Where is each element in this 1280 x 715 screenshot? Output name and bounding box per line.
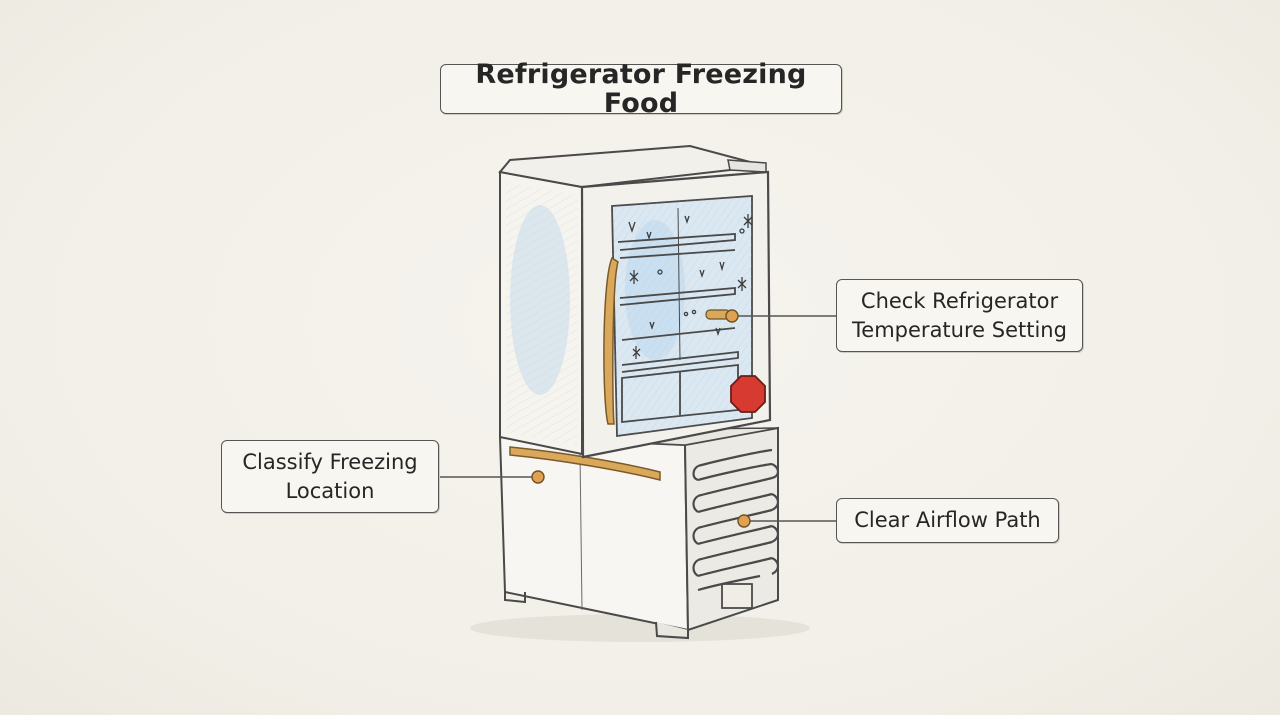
door-handle [603, 256, 619, 425]
callout-location-line1: Classify Freezing [242, 449, 418, 474]
upper-cabinet [498, 144, 767, 456]
callout-airflow-path: Clear Airflow Path [836, 498, 1059, 543]
floor-shadow [470, 614, 810, 642]
callout-freezing-location: Classify Freezing Location [221, 440, 439, 513]
callout-temperature-line2: Temperature Setting [852, 317, 1067, 342]
diagram-title: Refrigerator Freezing Food [440, 60, 842, 118]
stop-octagon-icon [730, 375, 766, 413]
callout-temperature-line1: Check Refrigerator [860, 288, 1059, 313]
snowflake-icon [628, 214, 753, 359]
lower-drawer-unit [498, 426, 779, 640]
compressor-box [721, 583, 753, 609]
location-marker-dot [531, 470, 545, 484]
drawer-handle [509, 446, 661, 481]
condenser-coils [692, 448, 780, 592]
airflow-marker-dot [737, 514, 751, 528]
diagram-title-text: Refrigerator Freezing Food [475, 59, 807, 119]
callout-temperature-setting: Check Refrigerator Temperature Setting [836, 279, 1083, 352]
callout-airflow-line1: Clear Airflow Path [854, 508, 1041, 532]
callout-location-line2: Location [285, 478, 375, 503]
temperature-marker-dot [725, 309, 739, 323]
